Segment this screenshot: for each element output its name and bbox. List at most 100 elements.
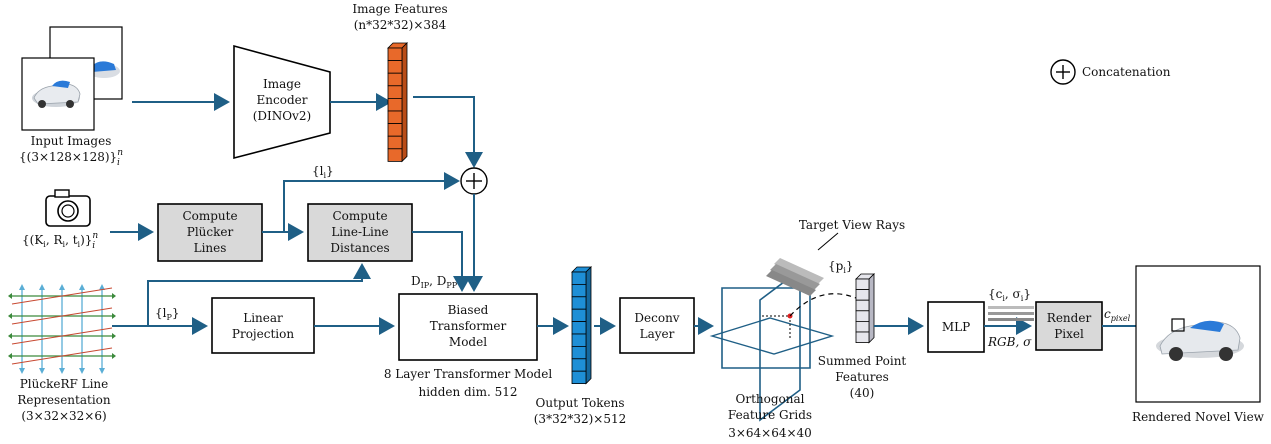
image-feature-cell: [388, 86, 402, 99]
svg-text:MLP: MLP: [942, 320, 970, 334]
image-features-stack: [388, 43, 407, 161]
svg-text:Compute: Compute: [332, 209, 387, 223]
image-feature-cell: [388, 98, 402, 111]
svg-text:Deconv: Deconv: [634, 311, 679, 325]
svg-text:Biased: Biased: [448, 303, 489, 317]
svg-text:Plücker: Plücker: [187, 225, 234, 239]
image-feature-cell: [388, 136, 402, 149]
compute-plucker-lines-box: Compute Plücker Lines: [158, 204, 262, 261]
distance-label: DIP, DPP: [411, 274, 458, 290]
grid-arrowhead: [19, 284, 25, 290]
output-token-cell: [572, 346, 586, 358]
image-feature-cell: [388, 111, 402, 124]
target-view-rays-label: Target View Rays: [799, 218, 905, 232]
legend: Concatenation: [1051, 60, 1171, 84]
rgb-sigma-label: RGB, σ: [987, 335, 1032, 349]
c-pixel-label: cpixel: [1104, 307, 1131, 323]
l-p-label: {lP}: [155, 306, 180, 322]
image-feature-cell: [388, 61, 402, 74]
plucker-rep-label-3: (3×32×32×6): [21, 409, 106, 423]
output-token-cell: [572, 359, 586, 371]
output-tokens-dim: (3*32*32)×512: [534, 412, 627, 426]
p-i-label: {pi}: [828, 259, 854, 275]
svg-text:Projection: Projection: [232, 327, 294, 341]
rendered-novel-view: [1136, 266, 1260, 402]
output-token-cell: [572, 322, 586, 334]
grid-arrowhead: [79, 284, 85, 290]
image-feature-cell: [388, 124, 402, 137]
summed-feature-cell: [856, 300, 869, 311]
legend-concat-label: Concatenation: [1082, 65, 1171, 79]
svg-text:Transformer: Transformer: [430, 319, 507, 333]
grid-arrowhead: [8, 333, 12, 339]
image-feature-cell: [388, 48, 402, 61]
l-i-label: {li}: [312, 164, 334, 180]
summed-label-1: Summed Point: [818, 354, 907, 368]
output-token-cell: [572, 309, 586, 321]
summed-feature-side: [869, 274, 874, 343]
summed-feature-cell: [856, 332, 869, 343]
svg-text:Linear: Linear: [243, 311, 283, 325]
svg-text:(DINOv2): (DINOv2): [253, 109, 311, 123]
grid-arrowhead: [8, 293, 12, 299]
transformer-caption-2: hidden dim. 512: [418, 385, 517, 399]
ortho-grid-label-3: 3×64×64×40: [728, 426, 812, 440]
compute-line-line-distances-box: Compute Line-Line Distances: [308, 204, 412, 261]
output-token-side: [586, 267, 591, 384]
grid-arrowhead: [8, 353, 12, 359]
camera-icon: [46, 190, 90, 226]
biased-transformer-box: Biased Transformer Model: [399, 294, 537, 360]
summed-feature-cell: [856, 311, 869, 322]
grid-arrowhead: [112, 333, 116, 339]
plucker-rep-label-1: PlückeRF Line: [20, 377, 109, 391]
image-feature-side: [402, 43, 407, 161]
output-token-cell: [572, 297, 586, 309]
image-features-dim: (n*32*32)×384: [354, 18, 447, 32]
image-features-label: Image Features: [352, 2, 447, 16]
grid-arrowhead: [112, 353, 116, 359]
svg-text:Line-Line: Line-Line: [331, 225, 388, 239]
summed-label-2: Features: [835, 370, 888, 384]
grid-arrowhead: [59, 368, 65, 374]
grid-arrowhead: [39, 368, 45, 374]
summed-feature-cell: [856, 290, 869, 301]
grid-arrowhead: [79, 368, 85, 374]
output-tokens-label: Output Tokens: [536, 396, 625, 410]
summed-point-features-stack: [856, 274, 874, 343]
svg-text:{(3×128×128)}ni: {(3×128×128)}ni: [19, 148, 123, 168]
linear-projection-box: Linear Projection: [212, 298, 314, 353]
svg-text:Pixel: Pixel: [1054, 327, 1084, 341]
ortho-grid-label-1: Orthogonal: [736, 392, 805, 406]
output-token-cell: [572, 284, 586, 296]
grid-arrowhead: [112, 313, 116, 319]
output-token-cell: [572, 334, 586, 346]
output-token-cell: [572, 272, 586, 284]
grid-arrowhead: [19, 368, 25, 374]
output-tokens-stack: [572, 267, 591, 384]
grid-arrowhead: [8, 313, 12, 319]
grid-arrowhead: [39, 284, 45, 290]
image-encoder: Image Encoder (DINOv2): [234, 46, 330, 158]
target-rays-icon: [766, 258, 824, 296]
grid-arrowhead: [112, 293, 116, 299]
summed-label-3: (40): [850, 386, 875, 400]
mlp-box: MLP: [928, 302, 984, 352]
svg-text:Layer: Layer: [640, 327, 675, 341]
transformer-caption-1: 8 Layer Transformer Model: [384, 367, 553, 381]
rendered-view-label: Rendered Novel View: [1132, 410, 1265, 424]
plucker-rep-label-2: Representation: [17, 393, 111, 407]
image-feature-cell: [388, 149, 402, 162]
svg-text:Model: Model: [449, 335, 487, 349]
svg-text:Encoder: Encoder: [257, 93, 308, 107]
svg-text:Distances: Distances: [330, 241, 389, 255]
deconv-layer-box: Deconv Layer: [620, 298, 694, 353]
summed-feature-cell: [856, 279, 869, 290]
concat-plus-icon: [461, 168, 487, 194]
c-sigma-label: {ci, σi}: [988, 287, 1031, 303]
input-images-dim: {(3×128×128)}: [19, 150, 117, 164]
summed-feature-cell: [856, 321, 869, 332]
svg-text:Compute: Compute: [182, 209, 237, 223]
